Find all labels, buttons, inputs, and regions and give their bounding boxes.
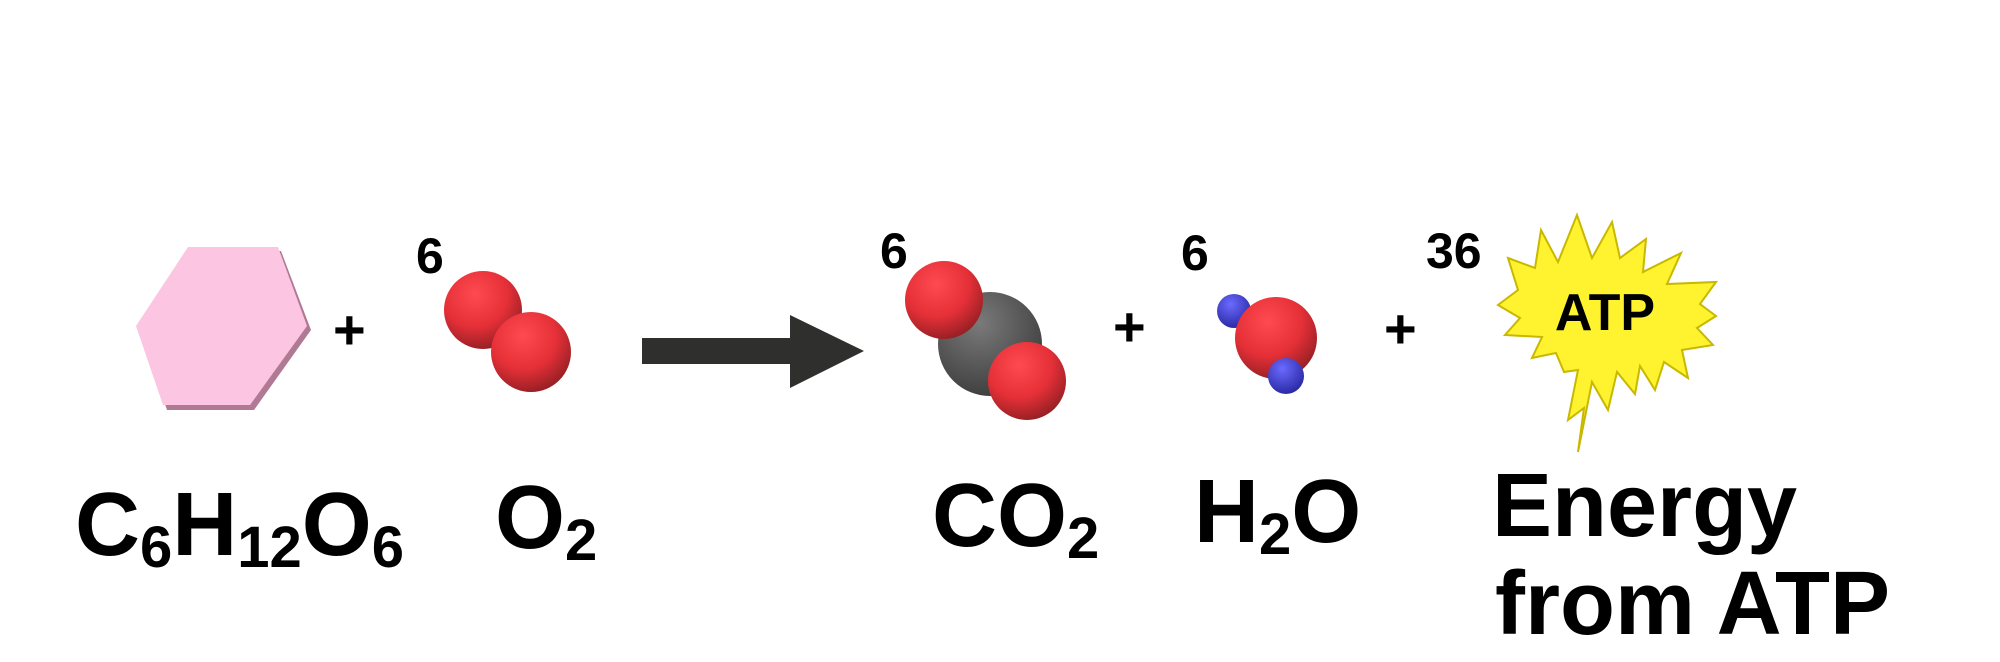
energy-label-line2: from ATP <box>1495 554 1890 654</box>
oxygen-formula: O2 <box>495 468 597 573</box>
atp-coefficient: 36 <box>1426 223 1482 279</box>
plus-sign: + <box>1384 297 1417 360</box>
atp-energy-burst-icon: ATP <box>1496 212 1719 453</box>
water-molecule-icon <box>1217 294 1317 394</box>
water-coefficient: 6 <box>1181 225 1209 281</box>
carbon-dioxide-coefficient: 6 <box>880 223 908 279</box>
water-formula: H2O <box>1194 462 1361 567</box>
plus-sign: + <box>333 298 366 361</box>
oxygen-molecule-icon <box>444 271 571 392</box>
glucose-formula: C6H12O6 <box>75 475 404 580</box>
reaction-arrow-icon <box>642 315 864 388</box>
carbon-dioxide-molecule-icon <box>905 261 1066 420</box>
glucose-hexagon-icon <box>136 247 311 410</box>
carbon-dioxide-formula: CO2 <box>932 466 1099 571</box>
atp-burst-label: ATP <box>1555 284 1655 342</box>
oxygen-coefficient: 6 <box>416 228 444 284</box>
plus-sign: + <box>1113 295 1146 358</box>
energy-label-line1: Energy <box>1492 456 1797 556</box>
